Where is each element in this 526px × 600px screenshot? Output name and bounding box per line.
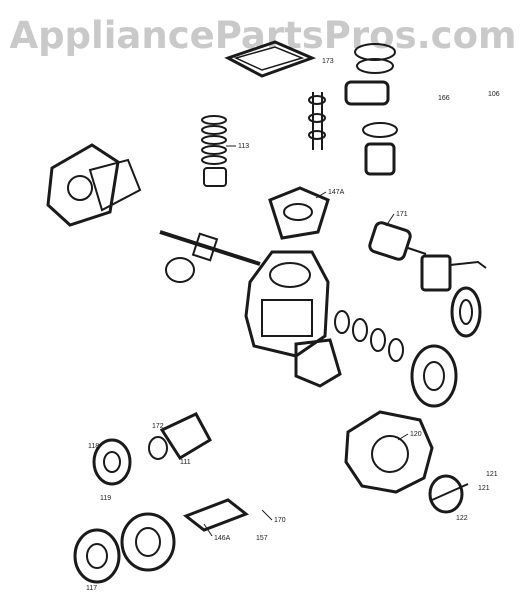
engine-block bbox=[244, 250, 330, 358]
callout-label: 111 bbox=[180, 459, 191, 466]
callout-label: 166 bbox=[438, 95, 450, 102]
piston-rings bbox=[201, 115, 227, 187]
flywheel-magneto bbox=[450, 286, 482, 338]
callout-label: 119 bbox=[100, 495, 111, 502]
callout-label: 147A bbox=[328, 189, 345, 196]
flywheel bbox=[410, 344, 458, 408]
callout-label: 170 bbox=[274, 517, 286, 524]
drive-pulley bbox=[92, 438, 132, 486]
blower-housing bbox=[344, 410, 434, 494]
mounting-plate bbox=[182, 498, 250, 532]
callout-label: 172 bbox=[152, 423, 164, 430]
air-filter-assembly bbox=[344, 43, 398, 176]
callout-label: 118 bbox=[88, 443, 99, 450]
cylinder-head bbox=[268, 186, 330, 240]
crankshaft bbox=[159, 230, 261, 283]
valve-parts bbox=[308, 92, 326, 150]
callout-label: 117 bbox=[86, 585, 97, 592]
idler-pulley bbox=[120, 512, 176, 572]
crankcase-cover bbox=[46, 143, 142, 227]
top-gasket-plate bbox=[224, 40, 317, 78]
bottom-pulley bbox=[73, 528, 121, 584]
callout-label: 120 bbox=[410, 431, 422, 438]
ignition-coil bbox=[420, 254, 487, 292]
callout-label: 157 bbox=[256, 535, 268, 542]
callout-label: 173 bbox=[322, 58, 334, 65]
callout-label: 146A bbox=[214, 535, 231, 542]
callout-label: 113 bbox=[238, 143, 249, 150]
callout-label: 171 bbox=[396, 211, 408, 218]
callout-label: 121 bbox=[478, 485, 490, 492]
recoil-plate bbox=[428, 474, 469, 514]
starter-motor bbox=[368, 221, 427, 261]
seal-set bbox=[334, 310, 404, 362]
callout-label: 121 bbox=[486, 471, 498, 478]
lower-housing bbox=[294, 338, 342, 388]
callout-label: 122 bbox=[456, 515, 468, 522]
carburetor-parts bbox=[148, 412, 212, 461]
callout-label: 106 bbox=[488, 91, 500, 98]
